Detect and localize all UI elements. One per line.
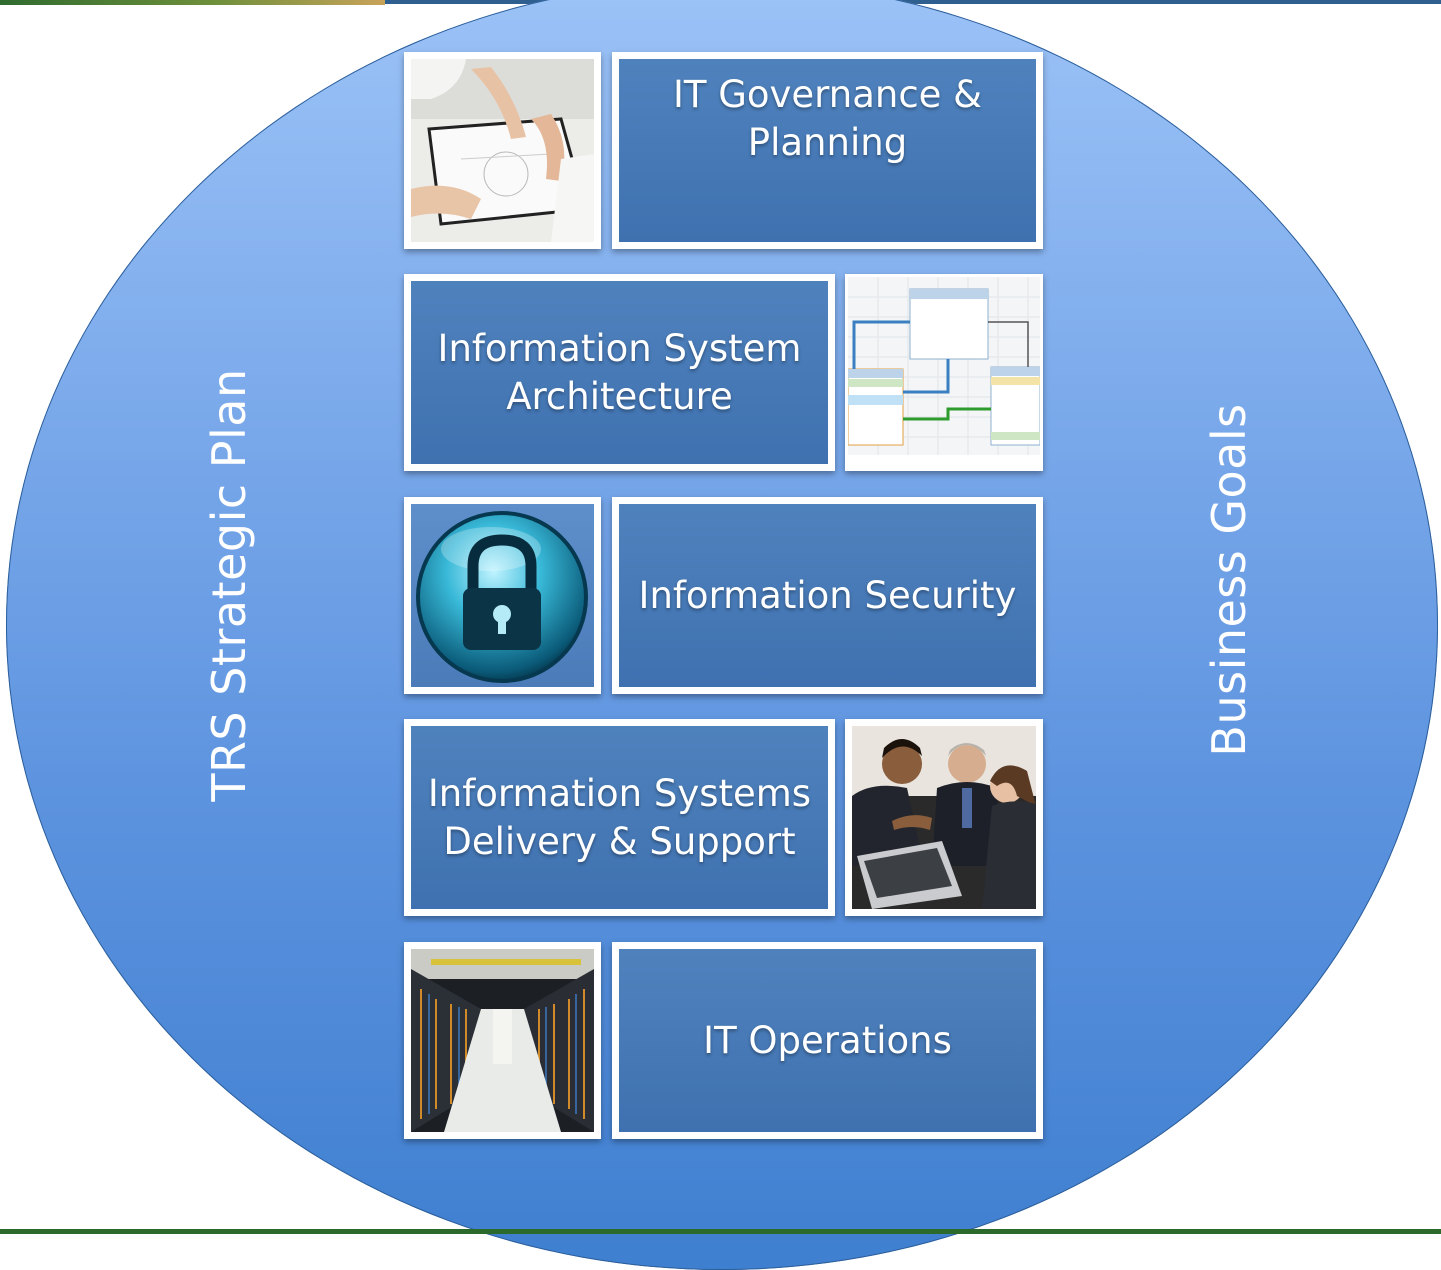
it-operations-title: IT Operations xyxy=(703,1018,952,1062)
information-system-architecture-box: Information System Architecture xyxy=(404,274,835,471)
security-image-tile xyxy=(404,497,601,694)
it-governance-planning-title: IT Governance & Planning xyxy=(672,73,983,164)
information-security-title: Information Security xyxy=(638,573,1017,617)
it-governance-planning-box: IT Governance & Planning xyxy=(612,52,1043,249)
delivery-support-image-tile xyxy=(845,719,1043,916)
top-accent-bar xyxy=(0,0,385,5)
information-system-architecture-title: Information System Architecture xyxy=(437,326,802,418)
top-border-line xyxy=(385,0,1441,4)
padlock-icon xyxy=(411,504,594,687)
information-security-box: Information Security xyxy=(612,497,1043,694)
bottom-accent-bar xyxy=(0,1229,1441,1234)
hands-tablet-planning-photo xyxy=(411,59,594,242)
right-side-label: Business Goals xyxy=(1202,403,1256,757)
information-systems-delivery-support-title: Information Systems Delivery & Support xyxy=(427,771,812,863)
operations-image-tile xyxy=(404,942,601,1139)
architecture-image-tile xyxy=(845,274,1043,471)
server-room-photo xyxy=(411,949,594,1132)
left-side-label: TRS Strategic Plan xyxy=(202,368,256,802)
business-team-laptop-photo xyxy=(852,726,1036,909)
governance-image-tile xyxy=(404,52,601,249)
database-schema-diagram-photo xyxy=(848,277,1040,468)
it-operations-box: IT Operations xyxy=(612,942,1043,1139)
information-systems-delivery-support-box: Information Systems Delivery & Support xyxy=(404,719,835,916)
